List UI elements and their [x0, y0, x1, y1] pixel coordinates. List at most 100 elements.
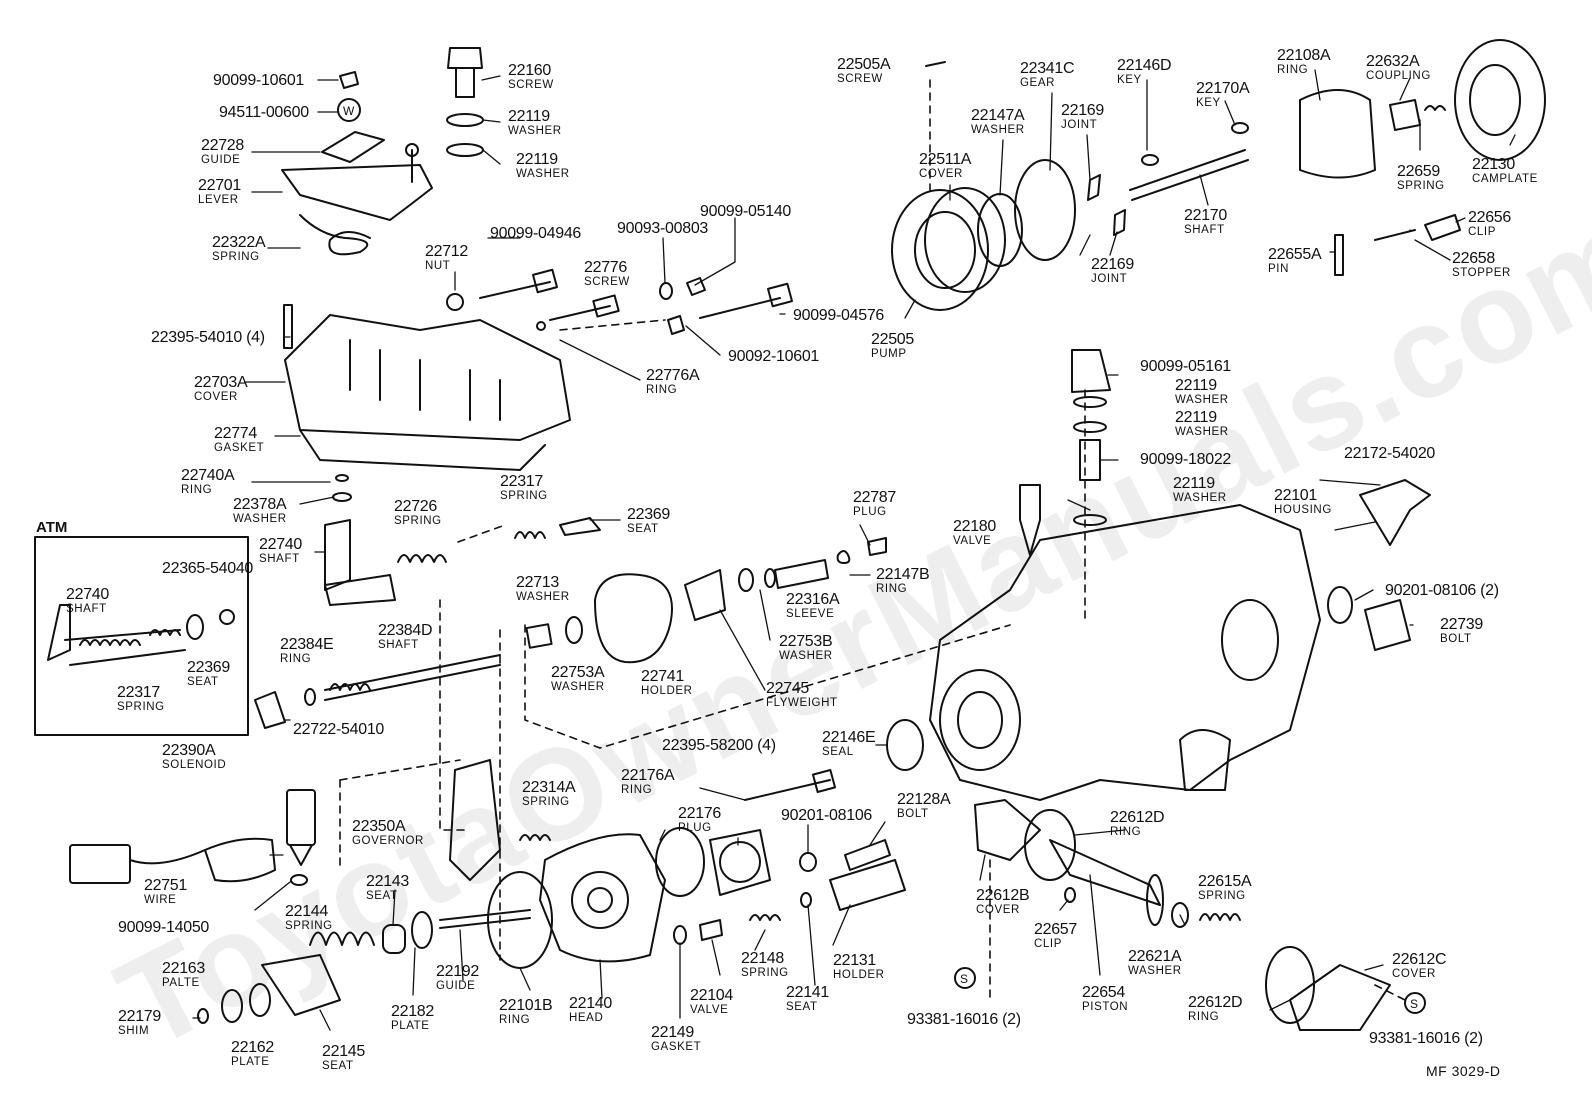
svg-text:S: S — [960, 972, 968, 986]
part-label: 90099-04946 — [490, 225, 582, 242]
cover-22612b — [974, 799, 1041, 861]
lever-22701 — [281, 164, 433, 221]
bolt-22739 — [1364, 599, 1411, 651]
solenoid-22390a — [286, 789, 316, 846]
gear-22341c — [1014, 159, 1076, 261]
part-label: 90201-08106 (2) — [1385, 582, 1499, 599]
stopper-22658 — [1374, 229, 1416, 241]
ring-22176a — [655, 827, 705, 897]
shaft-22384d — [324, 654, 501, 691]
part-label: 90093-00803 — [617, 220, 709, 237]
ring-22612d-2 — [1265, 946, 1315, 1024]
seat-22145 — [261, 954, 341, 1016]
part-label: 22395-58200 (4) — [662, 737, 776, 754]
washer-22713 — [525, 623, 553, 649]
part-label: 90092-10601 — [728, 348, 820, 365]
part-22722 — [254, 691, 286, 729]
part-label: 22365-54040 — [162, 560, 254, 577]
spring-22144 — [309, 931, 375, 946]
atm-frame — [34, 536, 249, 736]
connector-body — [204, 837, 276, 883]
figure-code: MF 3029-D — [1426, 1063, 1501, 1079]
clip-22656 — [1424, 214, 1461, 241]
seal-22146e — [886, 719, 924, 771]
holder-22741 — [594, 573, 673, 664]
piston-22654 — [1049, 839, 1161, 906]
plug-22176 — [709, 829, 771, 896]
screw-22505a — [925, 61, 946, 67]
part-label: 93381-16016 (2) — [1369, 1030, 1483, 1047]
governor-22350a — [449, 759, 501, 881]
bolt-90099-04576 — [699, 297, 781, 319]
coupling-22632a — [1389, 99, 1421, 131]
part-label: 90201-08106 — [781, 807, 873, 824]
shaft-22740-atm — [47, 604, 71, 661]
part-label: 90099-18022 — [1140, 451, 1232, 468]
bolt-22128a — [844, 839, 891, 871]
nut-22712 — [446, 293, 464, 311]
part-label: 22395-54010 (4) — [151, 329, 265, 346]
valve-22104 — [699, 919, 723, 941]
screw-22160 — [447, 47, 483, 69]
holder-90099-18022 — [1079, 439, 1101, 481]
part-label: 22172-54020 — [1344, 445, 1436, 462]
ring-22108a — [1299, 89, 1376, 179]
s-bolt-2 — [1404, 992, 1426, 1014]
part-label: 90099-10601 — [213, 72, 305, 89]
bolt-90099-04946 — [479, 281, 551, 299]
camplate-22130 — [1454, 39, 1546, 161]
guide-22192 — [439, 909, 531, 921]
